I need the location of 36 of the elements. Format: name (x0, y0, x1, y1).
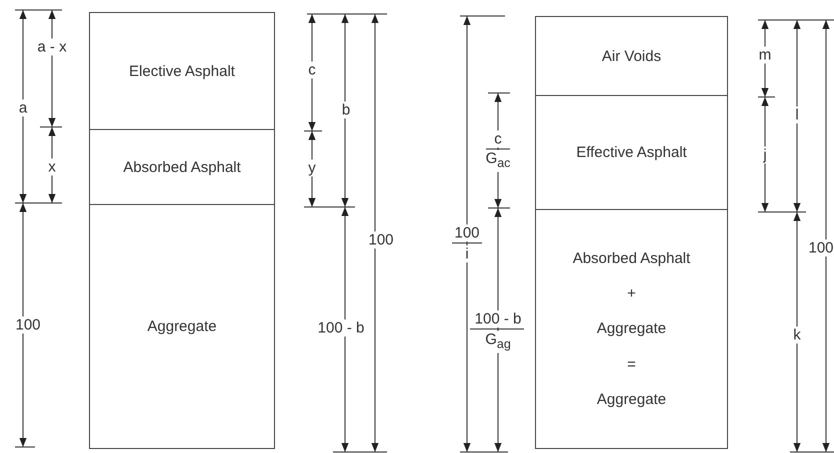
layer-name: Absorbed Asphalt (123, 158, 241, 176)
layer-name: Absorbed Asphalt (572, 250, 690, 268)
dimension-label: a (18, 100, 28, 116)
dimension-label: i (464, 246, 470, 262)
dimension-label: y (307, 160, 317, 176)
layer-box (89, 204, 275, 449)
dimension-label: G$_{ag}$ (484, 331, 512, 353)
dimension-label: 100 (14, 316, 42, 334)
layer-box (535, 95, 728, 210)
dimension-label: a - x (36, 38, 68, 56)
dimension-label: 100 (453, 224, 481, 242)
layer-name: Air Voids (602, 48, 662, 64)
dimension-label: G$_{ac}$ (484, 150, 512, 172)
dimension-label: b (340, 102, 352, 118)
dimension-label: j (762, 146, 768, 164)
layer-box (535, 209, 728, 449)
layer-name: + (627, 285, 636, 302)
layer-name: Aggregate (147, 318, 217, 335)
dimension-label: l (794, 106, 800, 124)
dimension-label: x (47, 158, 57, 176)
layer-box (89, 129, 275, 205)
layer-box (535, 16, 728, 96)
layer-name: Effective Asphalt (576, 144, 687, 161)
dimension-label: 100 - b (474, 310, 522, 328)
dimension-label: c (307, 62, 317, 78)
layer-name: = (627, 356, 636, 373)
dimension-label: 100 (807, 240, 834, 256)
dimension-label: k (792, 326, 802, 344)
dimension-label: 100 - b (316, 320, 366, 336)
dimension-label: 100 (367, 232, 395, 248)
layer-name: Aggregate (596, 320, 666, 338)
dimension-label: c (493, 130, 503, 148)
layer-name: Elective Asphalt (129, 62, 235, 80)
layer-name: Aggregate (596, 390, 666, 408)
dimension-label: m (758, 46, 772, 64)
layer-box (89, 12, 275, 130)
